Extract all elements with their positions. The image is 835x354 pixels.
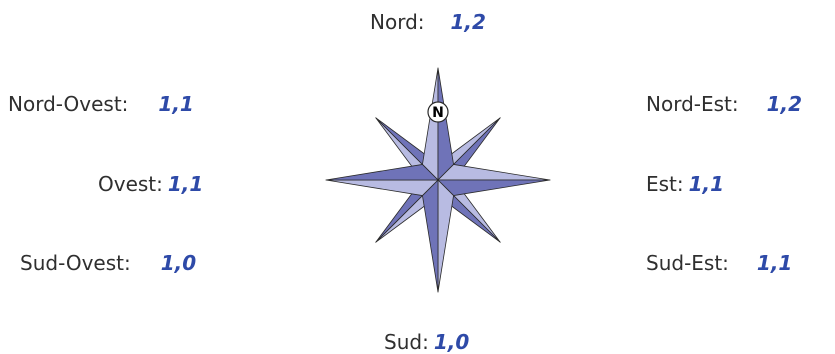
direction-west-value: 1,1: [168, 172, 203, 196]
compass-point-cardinal-half: [422, 68, 438, 180]
direction-south-east-value: 1,1: [757, 251, 792, 275]
direction-west-label: Ovest:: [98, 172, 163, 196]
compass-point-cardinal-half: [326, 164, 438, 180]
direction-north-west-label: Nord-Ovest:: [8, 92, 128, 116]
direction-north-east-label: Nord-Est:: [646, 92, 739, 116]
direction-north-west: Nord-Ovest: 1,1: [8, 92, 194, 116]
direction-east-value: 1,1: [689, 172, 724, 196]
direction-north-value: 1,2: [451, 10, 486, 34]
direction-east: Est:1,1: [646, 172, 724, 196]
compass-point-cardinal-half: [438, 180, 550, 196]
direction-south-west-label: Sud-Ovest:: [20, 251, 131, 275]
direction-north-east: Nord-Est: 1,2: [646, 92, 802, 116]
direction-south-east: Sud-Est: 1,1: [646, 251, 792, 275]
direction-south-west: Sud-Ovest: 1,0: [20, 251, 196, 275]
direction-south: Sud:1,0: [384, 330, 469, 354]
direction-north-west-value: 1,1: [158, 92, 193, 116]
compass-point-cardinal-half: [438, 164, 550, 180]
direction-north-label: Nord:: [370, 10, 425, 34]
compass-rose-icon: N: [318, 62, 558, 302]
north-marker-label: N: [432, 105, 444, 121]
compass-point-cardinal-half: [326, 180, 438, 196]
direction-north-east-value: 1,2: [767, 92, 802, 116]
direction-south-west-value: 1,0: [161, 251, 196, 275]
compass-point-cardinal-half: [438, 180, 454, 292]
direction-east-label: Est:: [646, 172, 684, 196]
direction-west: Ovest:1,1: [98, 172, 203, 196]
direction-south-label: Sud:: [384, 330, 429, 354]
compass-point-cardinal-half: [422, 180, 438, 292]
compass-point-cardinal-half: [438, 68, 454, 180]
direction-south-east-label: Sud-Est:: [646, 251, 729, 275]
direction-south-value: 1,0: [434, 330, 469, 354]
direction-north: Nord: 1,2: [370, 10, 486, 34]
